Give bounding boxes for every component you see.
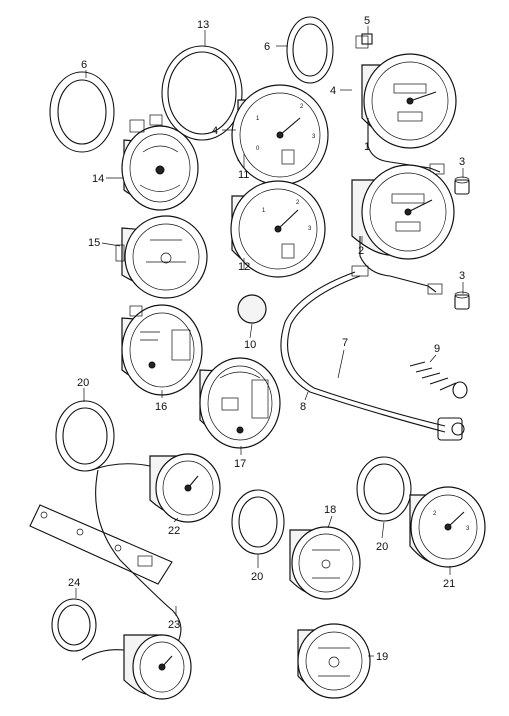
callout-16: 16 xyxy=(155,401,167,413)
gauge-11: 1 2 3 0 xyxy=(231,84,329,186)
seal-ring-20-middle xyxy=(231,489,285,555)
callout-18: 18 xyxy=(324,504,336,516)
callout-6-left: 6 xyxy=(81,59,87,71)
callout-1: 1 xyxy=(364,141,370,153)
gauge-22 xyxy=(91,453,221,523)
svg-text:1: 1 xyxy=(256,116,260,122)
callout-labels: 6 13 6 5 4 1 4 11 3 2 3 14 15 12 10 7 9 … xyxy=(68,15,465,663)
seal-ring-20-left xyxy=(55,400,115,472)
gauge-23-bottom xyxy=(81,634,192,700)
svg-text:2: 2 xyxy=(433,511,437,517)
leader-lines xyxy=(75,26,464,657)
callout-10: 10 xyxy=(244,339,256,351)
svg-text:3: 3 xyxy=(312,134,316,140)
callout-3-upper: 3 xyxy=(459,156,465,168)
knob-10 xyxy=(237,294,267,324)
callout-23: 23 xyxy=(168,619,180,631)
callout-9: 9 xyxy=(434,343,440,355)
gauge-19 xyxy=(297,623,371,699)
svg-text:2: 2 xyxy=(300,104,304,110)
svg-text:1: 1 xyxy=(262,208,266,214)
callout-22: 22 xyxy=(168,525,180,537)
callout-20-middle: 20 xyxy=(251,571,263,583)
gauge-1-speedometer xyxy=(355,35,457,175)
svg-text:2: 2 xyxy=(296,200,300,206)
seal-ring-6-left xyxy=(49,71,115,153)
cable-7-8 xyxy=(280,265,465,441)
svg-text:3: 3 xyxy=(308,226,312,232)
gauge-14 xyxy=(121,114,199,211)
callout-12: 12 xyxy=(238,261,250,273)
bezel-ring-13 xyxy=(161,45,243,141)
callout-17: 17 xyxy=(234,458,246,470)
gauge-16 xyxy=(121,304,203,396)
svg-text:0: 0 xyxy=(256,146,260,152)
callout-21: 21 xyxy=(443,578,455,590)
gauge-21: 2 3 xyxy=(409,486,486,568)
callout-20-left: 20 xyxy=(77,377,89,389)
rubber-boot-9 xyxy=(407,353,471,399)
gauge-18 xyxy=(289,526,361,600)
callout-6-right: 6 xyxy=(264,41,270,53)
callout-20-right: 20 xyxy=(376,541,388,553)
callout-4-upper: 4 xyxy=(330,85,336,97)
gauge-17 xyxy=(199,357,281,449)
gauge-2 xyxy=(351,164,455,295)
cap-3-upper xyxy=(454,176,470,195)
gauge-15 xyxy=(115,215,208,299)
seal-ring-20-right xyxy=(356,456,412,522)
callout-14: 14 xyxy=(92,173,104,185)
seal-ring-24 xyxy=(51,598,97,652)
svg-text:3: 3 xyxy=(466,526,470,532)
callout-2: 2 xyxy=(358,245,364,257)
clip-5 xyxy=(361,33,373,45)
callout-13: 13 xyxy=(197,19,209,31)
callout-19: 19 xyxy=(376,651,388,663)
callout-3-lower: 3 xyxy=(459,270,465,282)
seal-ring-6-right xyxy=(286,16,334,84)
cap-3-lower xyxy=(454,291,470,310)
callout-7: 7 xyxy=(342,337,348,349)
callout-11: 11 xyxy=(238,169,249,181)
callout-5: 5 xyxy=(364,15,370,27)
callout-8: 8 xyxy=(300,401,306,413)
callout-15: 15 xyxy=(88,237,100,249)
callout-24: 24 xyxy=(68,577,80,589)
gauge-12: 1 2 3 xyxy=(230,180,326,278)
bracket-23 xyxy=(29,469,182,643)
callout-4-left: 4 xyxy=(212,125,218,137)
